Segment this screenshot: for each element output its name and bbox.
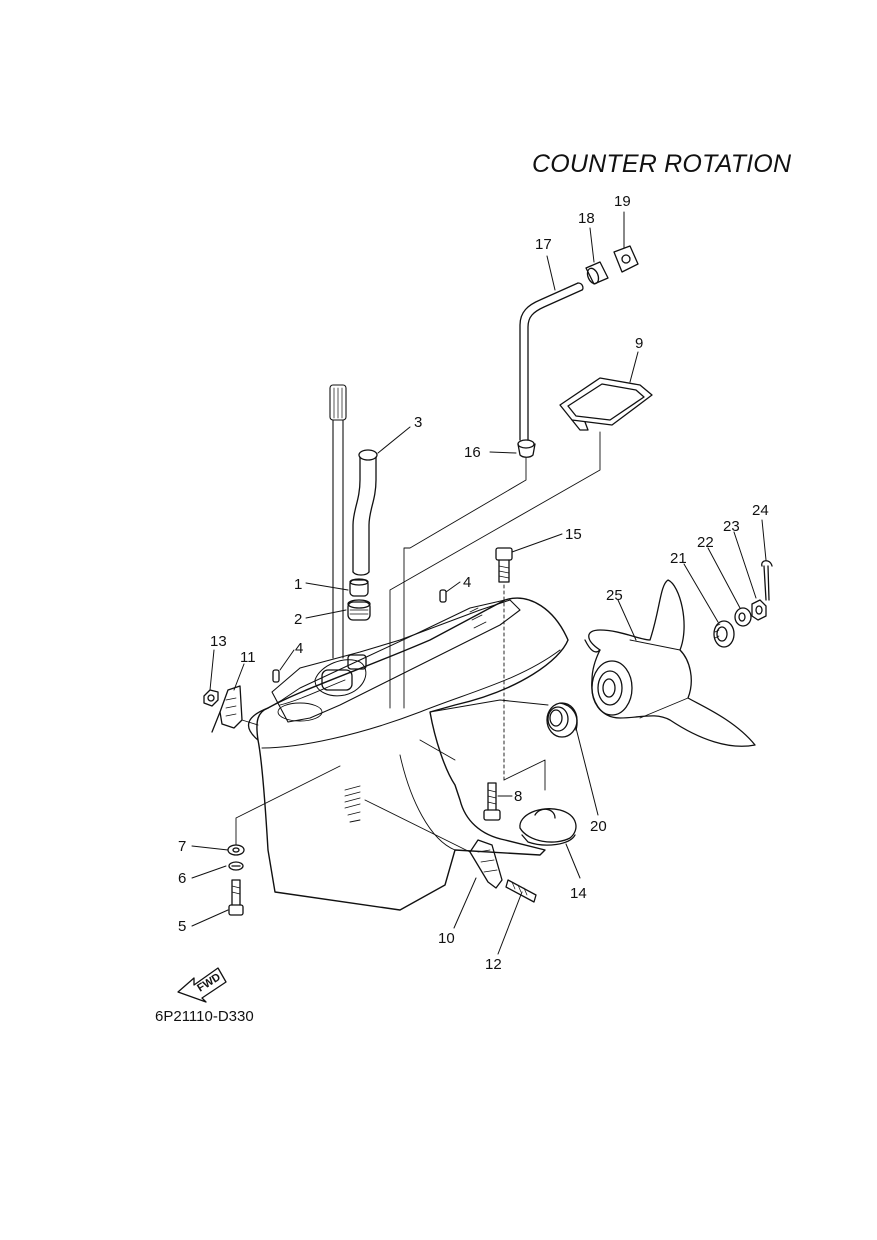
callout-13: 13 xyxy=(210,633,227,650)
callout-7: 7 xyxy=(178,838,186,855)
washer-bolt-drawing xyxy=(227,765,341,916)
callout-3: 3 xyxy=(414,414,422,431)
water-tube-drawing xyxy=(352,449,378,576)
callout-15: 15 xyxy=(565,526,582,543)
callout-5: 5 xyxy=(178,918,186,935)
fwd-arrow-icon: FWD xyxy=(177,967,227,1003)
trim-tab-drawing xyxy=(364,799,537,903)
callout-20: 20 xyxy=(590,818,607,835)
callout-4a: 4 xyxy=(463,574,471,591)
callout-23: 23 xyxy=(723,518,740,535)
callout-16: 16 xyxy=(464,444,481,461)
callout-8: 8 xyxy=(514,788,522,805)
bolt-15-drawing xyxy=(495,547,513,781)
prop-hardware-drawing xyxy=(713,560,773,648)
callout-25: 25 xyxy=(606,587,623,604)
callout-14: 14 xyxy=(570,885,587,902)
bolt-8-drawing xyxy=(483,782,501,821)
callout-17: 17 xyxy=(535,236,552,253)
diagram-title: COUNTER ROTATION xyxy=(532,150,792,178)
callout-4b: 4 xyxy=(295,640,303,657)
callout-10: 10 xyxy=(438,930,455,947)
leader-lines xyxy=(191,211,767,955)
drive-shaft-drawing xyxy=(321,384,367,691)
gasket-9-drawing xyxy=(389,377,653,709)
collar-grommet-drawing xyxy=(585,245,639,285)
callout-12: 12 xyxy=(485,956,502,973)
dowel-pins-drawing xyxy=(272,589,447,683)
propeller-drawing xyxy=(584,579,756,747)
callout-2: 2 xyxy=(294,611,302,628)
callout-6: 6 xyxy=(178,870,186,887)
fwd-label: FWD xyxy=(195,971,223,994)
callout-19: 19 xyxy=(614,193,631,210)
thrust-washer-drawing xyxy=(546,702,578,738)
callout-9: 9 xyxy=(635,335,643,352)
grommet-parts-drawing xyxy=(347,578,371,621)
diagram-code: 6P21110-D330 xyxy=(155,1008,254,1025)
nut-anode-drawing xyxy=(203,685,259,733)
callout-22: 22 xyxy=(697,534,714,551)
anode-14-drawing xyxy=(503,759,577,846)
callout-21: 21 xyxy=(670,550,687,567)
callout-11: 11 xyxy=(240,649,256,666)
callout-1: 1 xyxy=(294,576,302,593)
callout-18: 18 xyxy=(578,210,595,227)
callout-24: 24 xyxy=(752,502,769,519)
pipe-17-drawing xyxy=(403,282,584,709)
